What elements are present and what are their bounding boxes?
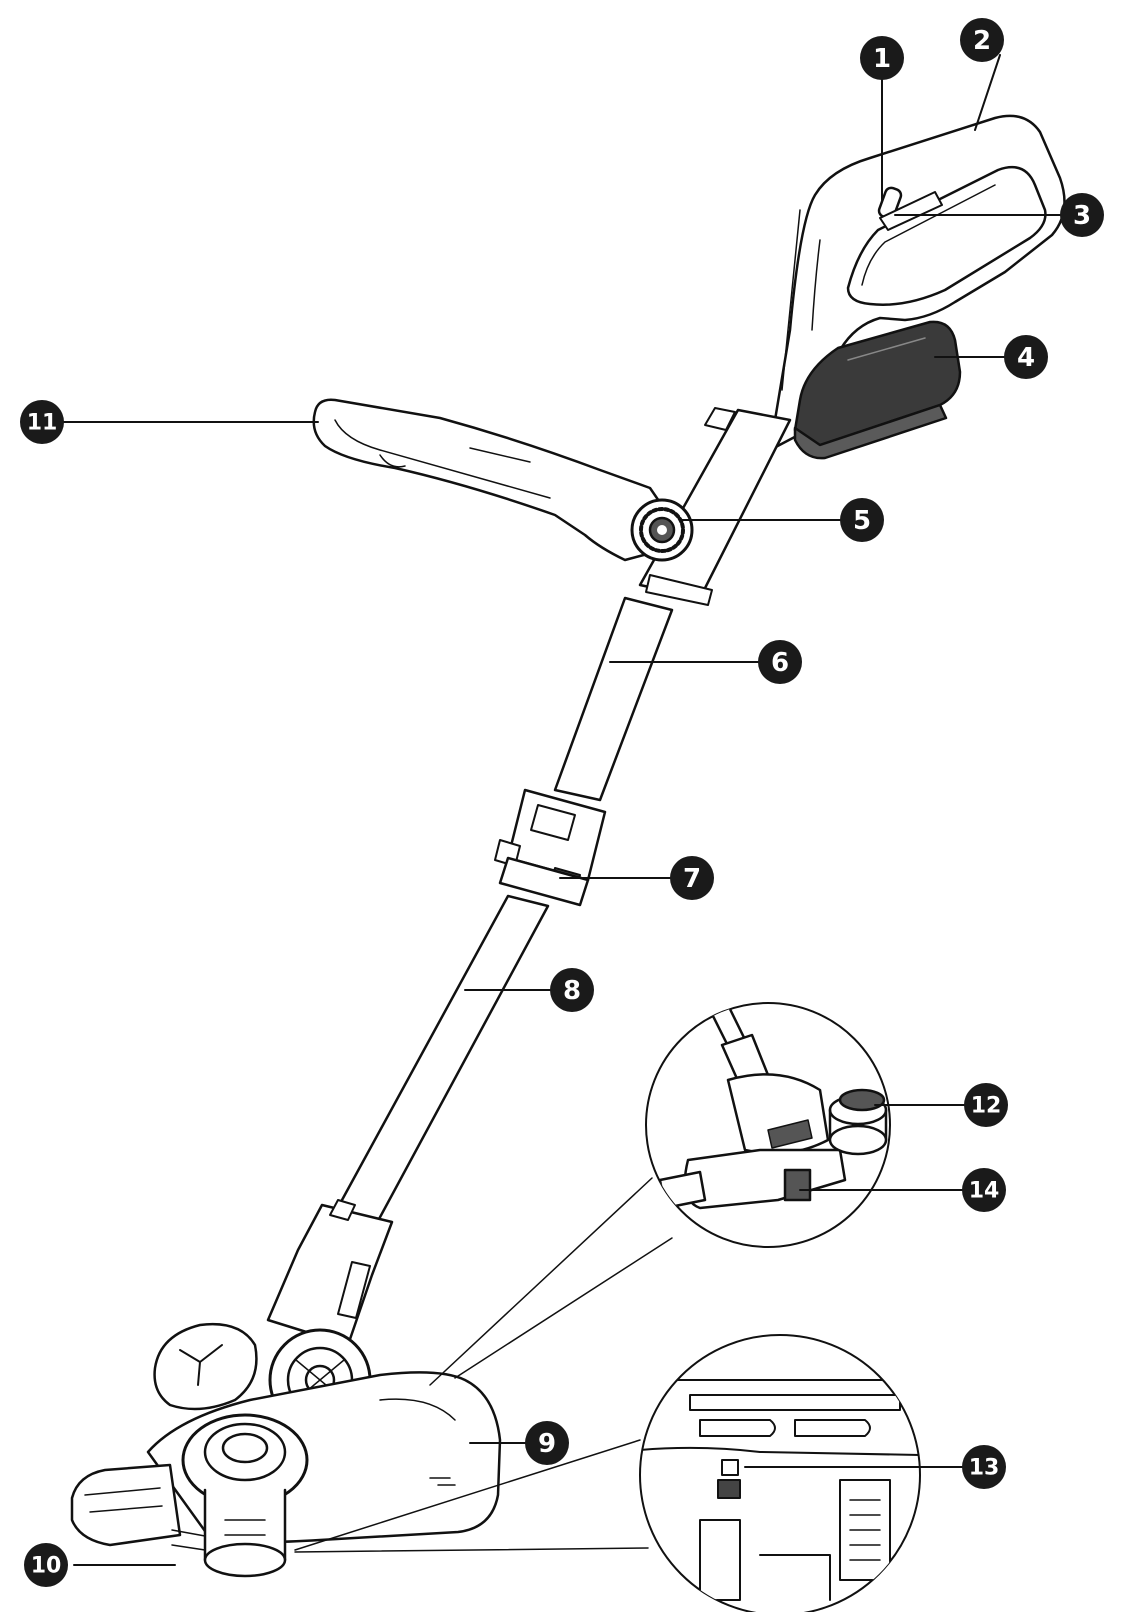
auxiliary-handle: [312, 398, 674, 562]
callout-circle: [840, 498, 884, 542]
callout-circle: [24, 1543, 68, 1587]
callout-circle: [550, 968, 594, 1012]
top-handle: [768, 114, 1066, 452]
callout-13: 13: [962, 1445, 1006, 1489]
callout-1: 1: [860, 36, 904, 80]
callout-14: 14: [962, 1168, 1006, 1212]
handle-adjust-knob: [630, 498, 694, 562]
callout-number: 7: [683, 864, 701, 894]
callout-7: 7: [670, 856, 714, 900]
callout-number: 4: [1017, 343, 1035, 373]
callout-3: 3: [1060, 193, 1104, 237]
callout-number: 14: [969, 1179, 1000, 1204]
callout-number: 9: [538, 1429, 556, 1459]
leader-lines: [61, 54, 1079, 1566]
callout-circle: [1060, 193, 1104, 237]
callout-number: 6: [771, 648, 789, 678]
callout-number: 11: [27, 411, 58, 436]
detail-view-guard-release: [639, 1334, 921, 1616]
height-adjust-collar: [494, 788, 607, 907]
callout-circle: [670, 856, 714, 900]
callout-number: 3: [1073, 201, 1091, 231]
callout-2: 2: [960, 18, 1004, 62]
callout-circle: [20, 400, 64, 444]
callout-number: 10: [31, 1554, 62, 1579]
callout-circle: [964, 1083, 1008, 1127]
telescopic-tube-lower: [328, 894, 550, 1234]
callout-circle: [525, 1421, 569, 1465]
line-spool-detail: [828, 1088, 888, 1156]
callout-5: 5: [840, 498, 884, 542]
callout-8: 8: [550, 968, 594, 1012]
callout-number: 13: [969, 1456, 1000, 1481]
motor-housing: [266, 1199, 394, 1347]
callout-9: 9: [525, 1421, 569, 1465]
detail-view-spool-head: [645, 1002, 891, 1248]
callout-circle: [962, 1168, 1006, 1212]
magnifier-pointer-lines: [294, 1177, 673, 1553]
callout-11: 11: [20, 400, 64, 444]
callout-6: 6: [758, 640, 802, 684]
callout-number: 8: [563, 976, 581, 1006]
callout-circle: [960, 18, 1004, 62]
callout-circle: [962, 1445, 1006, 1489]
callout-number: 2: [973, 26, 991, 56]
callout-10: 10: [24, 1543, 68, 1587]
callout-circle: [758, 640, 802, 684]
cutting-head: [70, 1413, 309, 1578]
callout-number: 12: [971, 1094, 1002, 1119]
trigger-switch: [879, 191, 943, 231]
guard-release-tab: [717, 1479, 741, 1499]
callout-number: 1: [873, 44, 891, 74]
battery-pack: [793, 320, 962, 460]
spool-cover-knob: [153, 1323, 258, 1411]
callout-4: 4: [1004, 335, 1048, 379]
telescopic-tube-upper: [553, 596, 674, 802]
callout-12: 12: [964, 1083, 1008, 1127]
callout-circle: [860, 36, 904, 80]
callout-number: 5: [853, 506, 871, 536]
callout-circle: [1004, 335, 1048, 379]
